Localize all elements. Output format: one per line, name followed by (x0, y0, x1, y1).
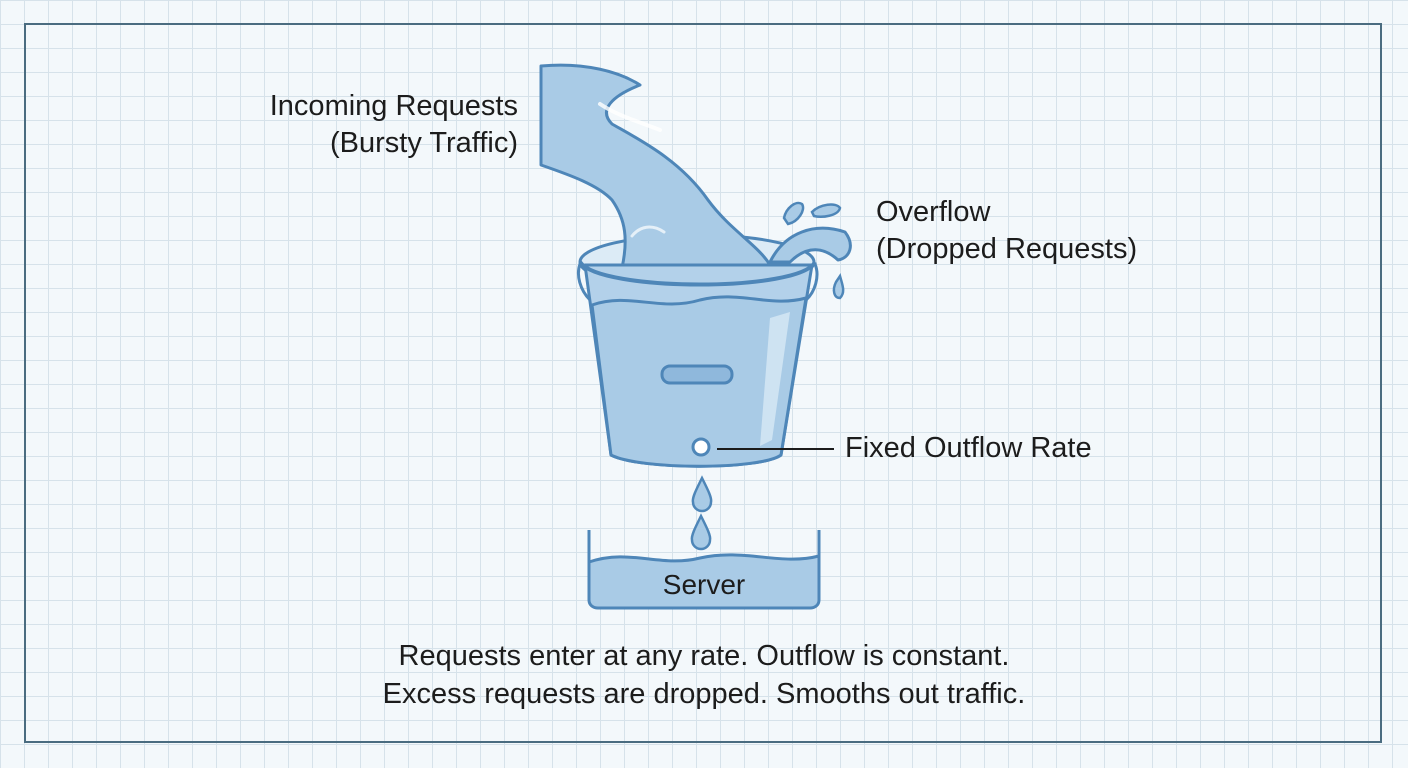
overflow-splash (768, 226, 852, 264)
server-label: Server (662, 569, 746, 600)
incoming-label-line2: (Bursty Traffic) (330, 127, 518, 159)
stream-highlight (598, 102, 662, 132)
drip-icon (691, 475, 713, 513)
server-basin (587, 530, 821, 610)
incoming-label-line1: Incoming Requests (269, 90, 518, 122)
diagram-frame (24, 23, 1382, 743)
caption-line2: Excess requests are dropped. Smooths out… (382, 678, 1026, 710)
overflow-label-line1: Overflow (876, 196, 991, 228)
overflow-droplet (832, 272, 845, 300)
server-water (589, 554, 819, 608)
overflow-label: Overflow (Dropped Requests) (876, 194, 1137, 268)
caption-line1: Requests enter at any rate. Outflow is c… (398, 640, 1010, 672)
outflow-hole (691, 437, 711, 457)
diagram-caption: Requests enter at any rate. Outflow is c… (0, 637, 1408, 713)
incoming-water-stream (539, 63, 772, 270)
incoming-requests-label: Incoming Requests (Bursty Traffic) (270, 88, 518, 162)
stream-highlight-2 (630, 225, 666, 238)
outflow-rate-label: Fixed Outflow Rate (845, 432, 1092, 464)
overflow-droplet (782, 201, 805, 226)
bucket-highlight (760, 312, 790, 446)
bucket-handle (576, 263, 819, 302)
bucket-plate (660, 364, 734, 385)
overflow-label-line2: (Dropped Requests) (876, 233, 1138, 265)
overflow-droplet (810, 203, 842, 218)
server-water-line (588, 553, 820, 564)
bucket-rim (578, 260, 817, 287)
drip-icon (690, 513, 712, 551)
